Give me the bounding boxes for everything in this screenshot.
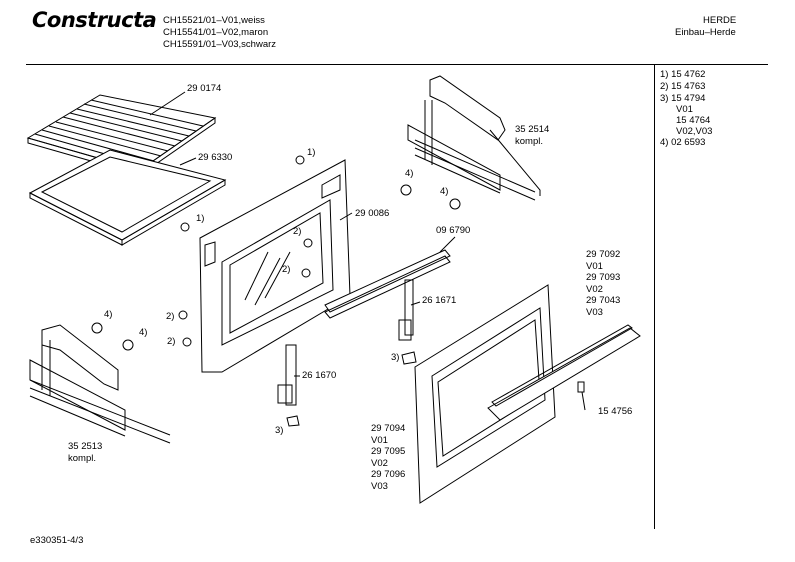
label-hinge-right: 26 1671 <box>422 295 457 306</box>
hinge-left <box>277 344 297 406</box>
leader-lines <box>149 91 586 411</box>
label-door-right-2: 29 7093 <box>586 272 621 283</box>
baking-tray <box>28 149 227 246</box>
footnote-3-v01: V01 <box>676 104 693 115</box>
label-door-left-3: 29 7096 <box>371 469 406 480</box>
hinge-right <box>398 279 414 341</box>
subcategory-label: Einbau–Herde <box>675 27 736 38</box>
door-handle <box>487 324 641 421</box>
footnote-3: 3) 15 4794 <box>660 93 706 104</box>
label-oven-frame: 29 0086 <box>355 208 390 219</box>
label-door-right-1: 29 7092 <box>586 249 621 260</box>
rail-assembly-right <box>407 75 541 201</box>
label-door-left-1: 29 7094 <box>371 423 406 434</box>
label-door-right-3: 29 7043 <box>586 295 621 306</box>
footnote-3-variant: V02,V03 <box>676 126 713 137</box>
footnote-3-part: 15 4764 <box>676 115 711 126</box>
model-line-2: CH15541/01–V02,maron <box>163 27 269 38</box>
label-door-left-2-v: V02 <box>371 458 388 469</box>
footnote-4: 4) 02 6593 <box>660 137 706 148</box>
callout-clip-3a: 3) <box>391 352 400 363</box>
label-rail-left-kompl: kompl. <box>68 453 96 464</box>
label-door-left-3-v: V03 <box>371 481 388 492</box>
label-clip: 15 4756 <box>598 406 633 417</box>
oven-front-frame <box>199 159 351 373</box>
model-line-3: CH15591/01–V03,schwarz <box>163 39 277 50</box>
callout-screw-1b: 1) <box>196 213 205 224</box>
document-code: e330351-4/3 <box>30 535 84 546</box>
label-door-left-1-v: V01 <box>371 435 388 446</box>
label-rail-right-kompl: kompl. <box>515 136 543 147</box>
category-label: HERDE <box>703 15 737 26</box>
callout-screw-2a: 2) <box>293 226 302 237</box>
label-grid-shelf: 29 0174 <box>187 83 222 94</box>
label-rail-left: 35 2513 <box>68 441 103 452</box>
brand-logo: Constructa <box>32 8 157 32</box>
footnote-1: 1) 15 4762 <box>660 69 706 80</box>
footnote-2: 2) 15 4763 <box>660 81 706 92</box>
screws <box>91 155 461 351</box>
label-rail-right: 35 2514 <box>515 124 550 135</box>
label-hinge-left: 26 1670 <box>302 370 337 381</box>
callout-clip-3b: 3) <box>275 425 284 436</box>
label-door-right-2-v: V02 <box>586 284 603 295</box>
callout-screw-2b: 2) <box>282 264 291 275</box>
callout-nut-4d: 4) <box>139 327 148 338</box>
callout-nut-4b: 4) <box>440 186 449 197</box>
model-line-1: CH15521/01–V01,weiss <box>163 15 265 26</box>
label-door-right-3-v: V03 <box>586 307 603 318</box>
header-rule <box>26 64 768 65</box>
handle-strip <box>324 249 451 319</box>
rail-assembly-left <box>29 324 171 444</box>
label-door-right-1-v: V01 <box>586 261 603 272</box>
callout-nut-4a: 4) <box>405 168 414 179</box>
callout-screw-2c: 2) <box>166 311 175 322</box>
label-handle-strip: 09 6790 <box>436 225 471 236</box>
label-baking-tray: 29 6330 <box>198 152 233 163</box>
clips <box>286 351 417 427</box>
label-door-left-2: 29 7095 <box>371 446 406 457</box>
callout-screw-2d: 2) <box>167 336 176 347</box>
callout-screw-1a: 1) <box>307 147 316 158</box>
callout-nut-4c: 4) <box>104 309 113 320</box>
footnote-divider <box>654 64 655 529</box>
